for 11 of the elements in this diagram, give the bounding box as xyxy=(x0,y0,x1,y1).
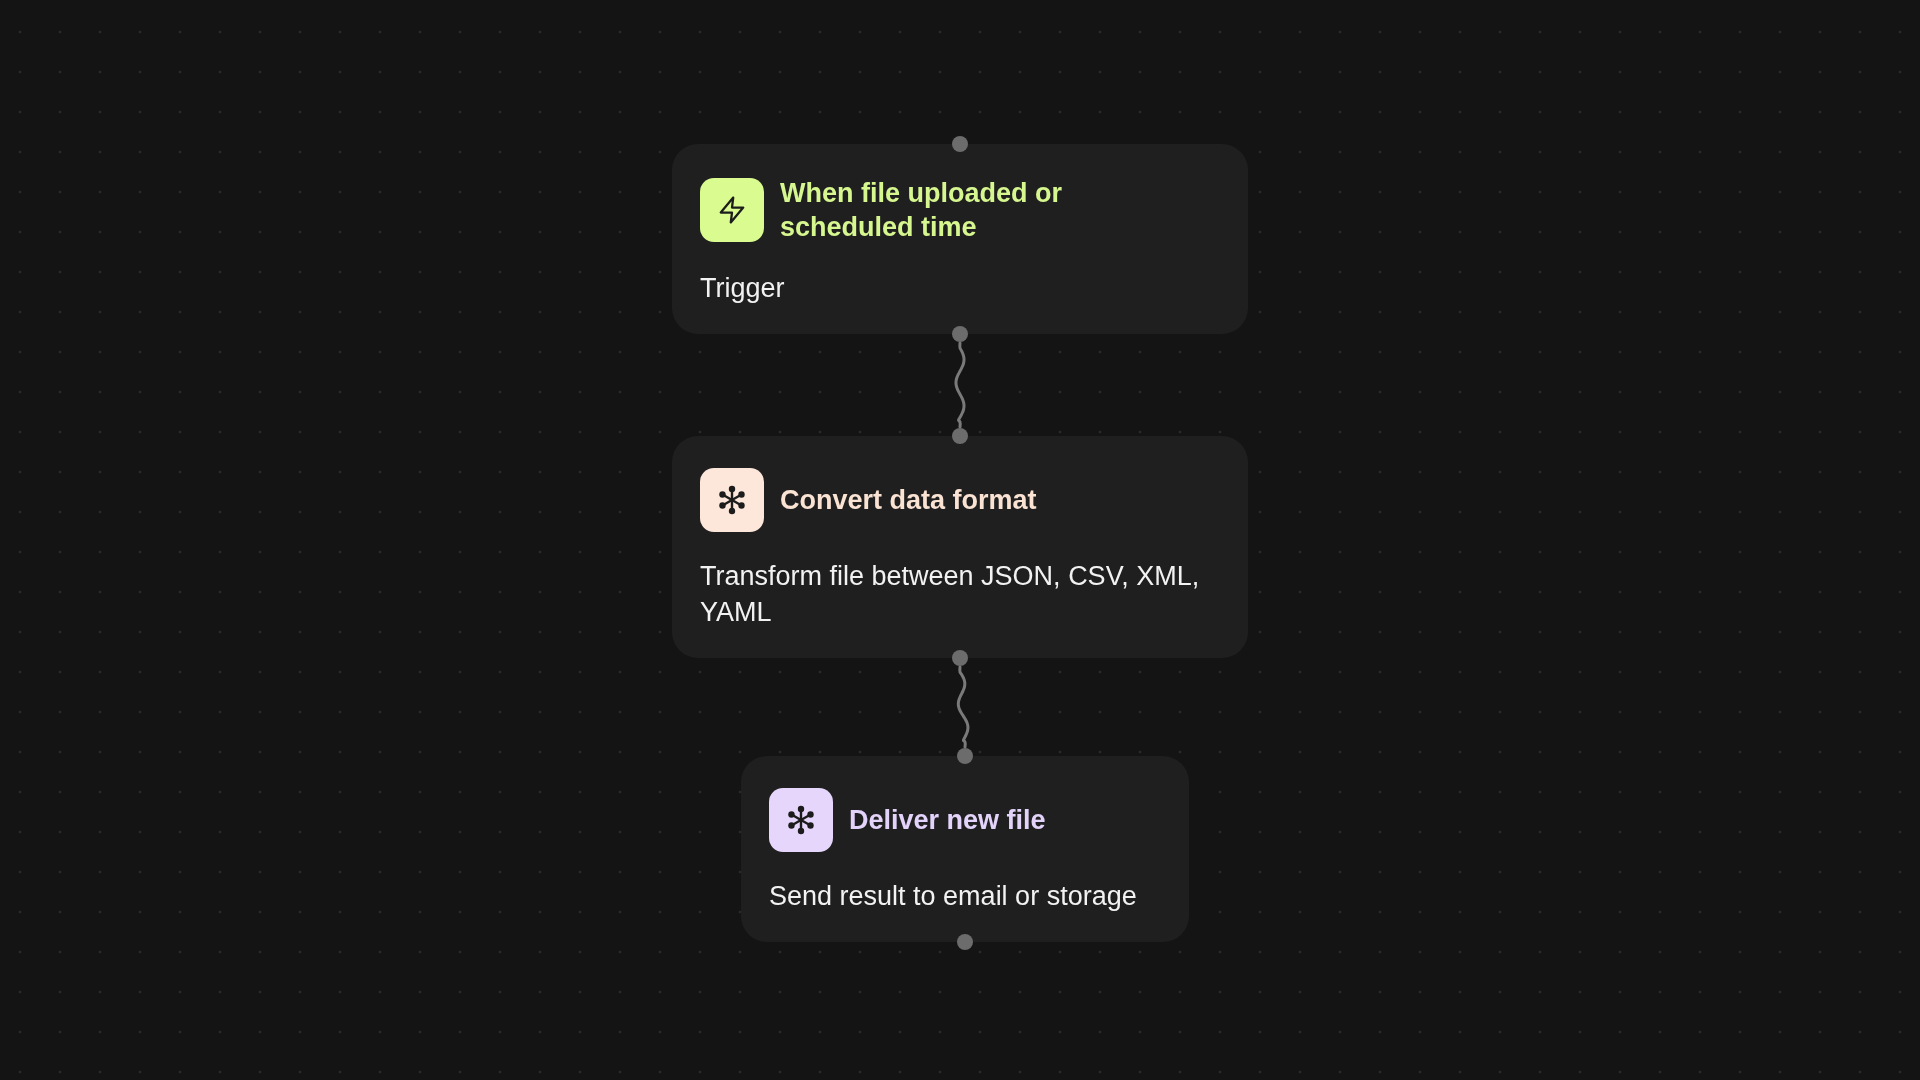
step-description: Transform file between JSON, CSV, XML, YAML xyxy=(700,560,1201,629)
step-card xyxy=(672,144,1248,334)
wavy-connector xyxy=(954,341,966,429)
step-card xyxy=(741,756,1189,942)
step-description: Send result to email or storage xyxy=(769,880,1138,913)
step-card xyxy=(672,436,1248,658)
step-title: When file uploaded or scheduled time xyxy=(780,177,1063,244)
step-title: Deliver new file xyxy=(849,804,1046,837)
step-title: Convert data format xyxy=(780,484,1037,517)
wavy-connector xyxy=(956,665,970,749)
step-description: Trigger xyxy=(700,272,786,305)
